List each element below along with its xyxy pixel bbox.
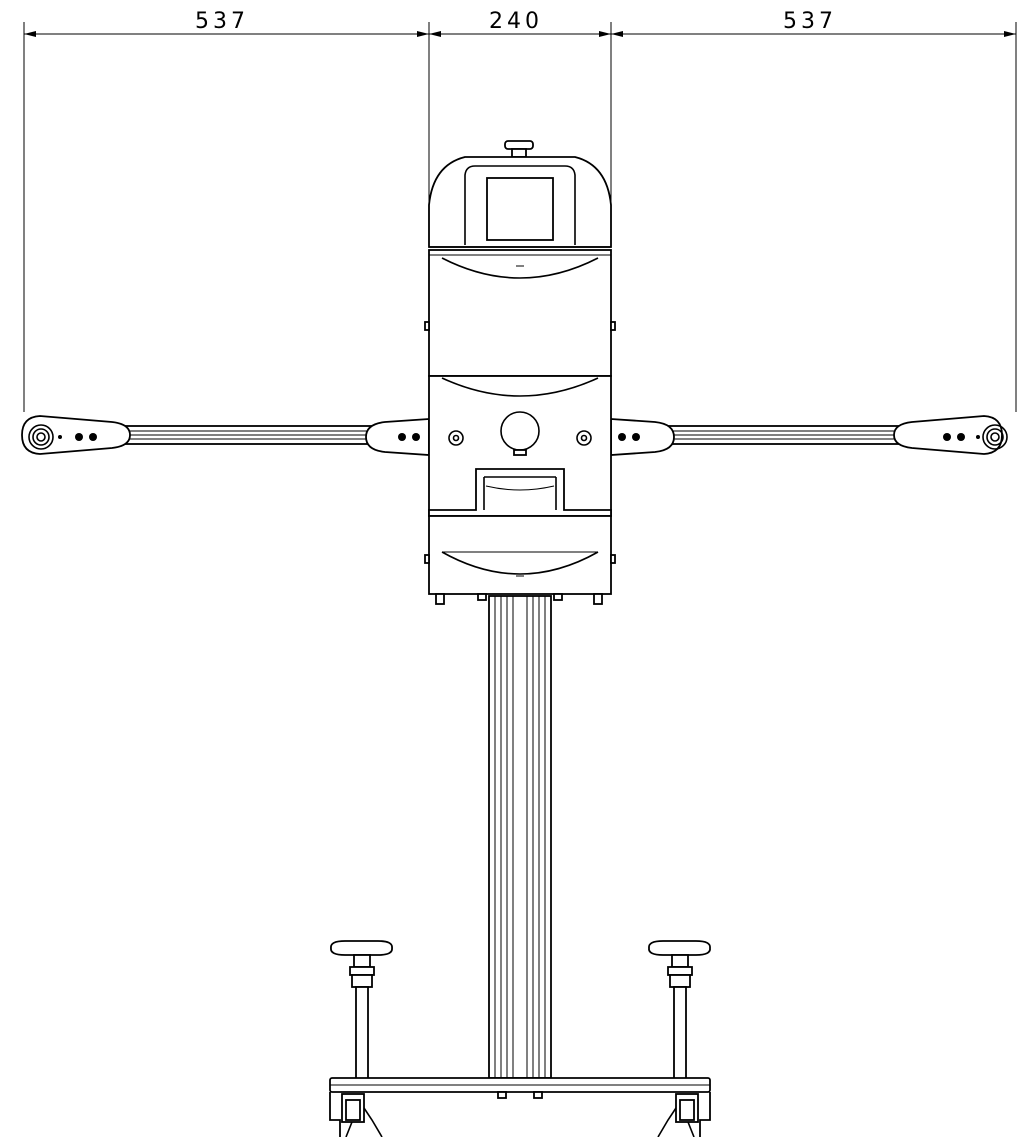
dimension-left-label: 537 (195, 9, 249, 34)
vertical-column (488, 595, 552, 1079)
lower-body (428, 515, 612, 595)
left-arm (21, 415, 430, 456)
left-caster (329, 1092, 341, 1137)
dimension-center-label: 240 (489, 9, 543, 34)
right-adjust-knob (576, 430, 592, 446)
dimension-lines: 537 240 537 (23, 9, 1017, 412)
display-screen (486, 177, 554, 241)
right-caster (699, 1092, 711, 1137)
left-arm-inner-clamp (365, 418, 430, 456)
left-adjust-knob (448, 430, 464, 446)
right-leveling-post (648, 940, 711, 1080)
base-frame (329, 1077, 711, 1137)
right-t-handle (648, 940, 711, 956)
left-leveling-post (330, 940, 393, 1080)
top-knob (504, 140, 534, 150)
mount-notch (428, 468, 612, 517)
right-arm (610, 415, 1008, 456)
left-t-handle (330, 940, 393, 956)
central-housing (424, 140, 616, 605)
upper-body (428, 249, 612, 377)
right-arm-inner-clamp (610, 418, 675, 456)
dimension-right-label: 537 (783, 9, 837, 34)
